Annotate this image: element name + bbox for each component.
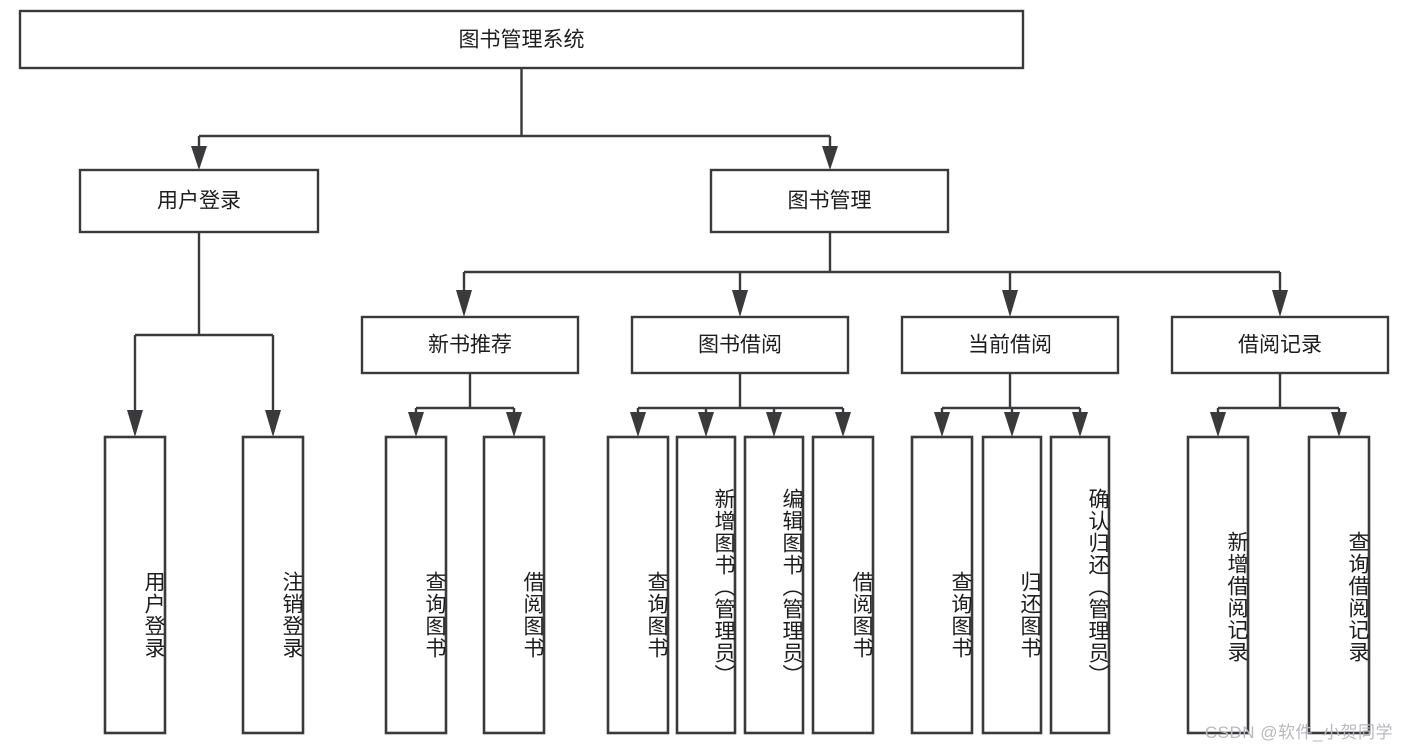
- node-borrow-record-box: [1170, 315, 1390, 375]
- node-user-login-label: 用户登录: [157, 190, 241, 213]
- leaf-nb-query-book-label: 查询图书: [423, 571, 446, 659]
- node-book-management-label: 图书管理: [788, 190, 872, 213]
- leaf-logout-box: [241, 435, 305, 735]
- leaf-cb-return-book-label: 归还图书: [1018, 571, 1041, 659]
- leaf-node-user-login[interactable]: 用户登录: [103, 435, 167, 735]
- node-user-login[interactable]: 用户登录: [78, 168, 320, 234]
- leaf-node-cb-query-book[interactable]: 查询图书: [910, 435, 974, 735]
- connector-group-new-books-children: [408, 373, 522, 437]
- arrow-head-nb-query: [408, 412, 424, 437]
- leaf-cb-query-book-label: 查询图书: [949, 571, 972, 659]
- leaf-node-bb-add-book[interactable]: 新增图书（管理员）: [675, 435, 737, 735]
- leaf-br-add-record-box: [1186, 435, 1250, 735]
- leaf-node-bb-query-book[interactable]: 查询图书: [606, 435, 670, 735]
- node-book-borrow[interactable]: 图书借阅: [630, 315, 850, 375]
- arrow-head-leaf-logout: [265, 410, 281, 437]
- node-root-label: 图书管理系统: [459, 29, 585, 52]
- leaf-node-logout[interactable]: 注销登录: [241, 435, 305, 735]
- connector-group-user-login-children: [127, 232, 281, 437]
- arrow-head-bb-borrow: [835, 412, 851, 437]
- leaf-br-query-record-label: 查询借阅记录: [1346, 531, 1369, 663]
- node-new-book-recommend-label: 新书推荐: [428, 334, 512, 357]
- node-book-management[interactable]: 图书管理: [709, 168, 950, 234]
- leaf-bb-query-book-label: 查询图书: [645, 571, 668, 659]
- arrow-head-br-add: [1210, 412, 1226, 437]
- node-user-login-box: [78, 168, 320, 234]
- leaf-node-bb-borrow-book[interactable]: 借阅图书: [811, 435, 875, 735]
- node-borrow-record[interactable]: 借阅记录: [1170, 315, 1390, 375]
- node-new-book-recommend[interactable]: 新书推荐: [360, 315, 580, 375]
- leaf-nb-query-book-box: [384, 435, 448, 735]
- leaf-bb-edit-book-box: [743, 435, 805, 735]
- leaf-node-nb-borrow-book[interactable]: 借阅图书: [482, 435, 546, 735]
- leaf-node-br-add-record[interactable]: 新增借阅记录: [1186, 435, 1250, 735]
- connector-group-borrow-record-children: [1210, 373, 1347, 437]
- leaf-logout-label: 注销登录: [280, 571, 303, 659]
- leaf-node-cb-confirm-return[interactable]: 确认归还（管理员）: [1049, 435, 1111, 735]
- arrow-head-book-mgmt: [822, 146, 838, 170]
- leaf-br-add-record-label: 新增借阅记录: [1225, 531, 1248, 663]
- arrow-head-bb-add: [698, 412, 714, 437]
- node-current-borrow-box: [900, 315, 1120, 375]
- leaf-cb-query-book-box: [910, 435, 974, 735]
- arrow-head-current-borrow: [1002, 290, 1018, 317]
- node-current-borrow[interactable]: 当前借阅: [900, 315, 1120, 375]
- connector-group-root-to-level2: [191, 68, 838, 170]
- leaf-user-login-box: [103, 435, 167, 735]
- node-new-book-recommend-box: [360, 315, 580, 375]
- leaf-nb-borrow-book-label: 借阅图书: [521, 571, 544, 659]
- leaf-br-query-record-box: [1307, 435, 1371, 735]
- arrow-head-user-login: [191, 146, 207, 170]
- leaf-bb-edit-book-label: 编辑图书（管理员）: [780, 488, 803, 686]
- node-root-book-management-system[interactable]: 图书管理系统: [18, 9, 1025, 70]
- arrow-head-cb-return: [1004, 412, 1020, 437]
- leaf-bb-add-book-label: 新增图书（管理员）: [712, 488, 735, 686]
- arrow-head-new-books: [456, 290, 472, 317]
- node-book-borrow-label: 图书借阅: [698, 334, 782, 357]
- node-current-borrow-label: 当前借阅: [968, 334, 1052, 357]
- arrow-head-cb-confirm: [1072, 412, 1088, 437]
- connector-group-current-borrow-children: [934, 373, 1088, 437]
- arrow-head-book-borrow: [732, 290, 748, 317]
- leaf-bb-add-book-box: [675, 435, 737, 735]
- arrow-head-br-query: [1331, 412, 1347, 437]
- leaf-node-cb-return-book[interactable]: 归还图书: [981, 435, 1043, 735]
- leaf-node-br-query-record[interactable]: 查询借阅记录: [1307, 435, 1371, 735]
- leaf-user-login-label: 用户登录: [142, 571, 165, 659]
- arrow-head-leaf-user-login: [127, 410, 143, 437]
- node-root-box: [18, 9, 1025, 70]
- leaf-bb-borrow-book-label: 借阅图书: [850, 571, 873, 659]
- node-book-management-box: [709, 168, 950, 234]
- arrow-head-cb-query: [934, 412, 950, 437]
- arrow-head-nb-borrow: [506, 412, 522, 437]
- arrow-head-borrow-record: [1272, 290, 1288, 317]
- leaf-bb-query-book-box: [606, 435, 670, 735]
- leaf-bb-borrow-book-box: [811, 435, 875, 735]
- leaf-cb-return-book-box: [981, 435, 1043, 735]
- arrow-head-bb-edit: [766, 412, 782, 437]
- leaf-cb-confirm-return-label: 确认归还（管理员）: [1086, 488, 1109, 686]
- leaf-nb-borrow-book-box: [482, 435, 546, 735]
- connector-group-book-borrow-children: [630, 373, 851, 437]
- leaf-cb-confirm-return-box: [1049, 435, 1111, 735]
- arrow-head-bb-query: [630, 412, 646, 437]
- csdn-watermark: CSDN @软件_小贺同学: [1204, 723, 1393, 742]
- leaf-node-nb-query-book[interactable]: 查询图书: [384, 435, 448, 735]
- node-book-borrow-box: [630, 315, 850, 375]
- leaf-node-bb-edit-book[interactable]: 编辑图书（管理员）: [743, 435, 805, 735]
- node-borrow-record-label: 借阅记录: [1238, 334, 1322, 357]
- connector-group-book-mgmt-children: [456, 232, 1288, 317]
